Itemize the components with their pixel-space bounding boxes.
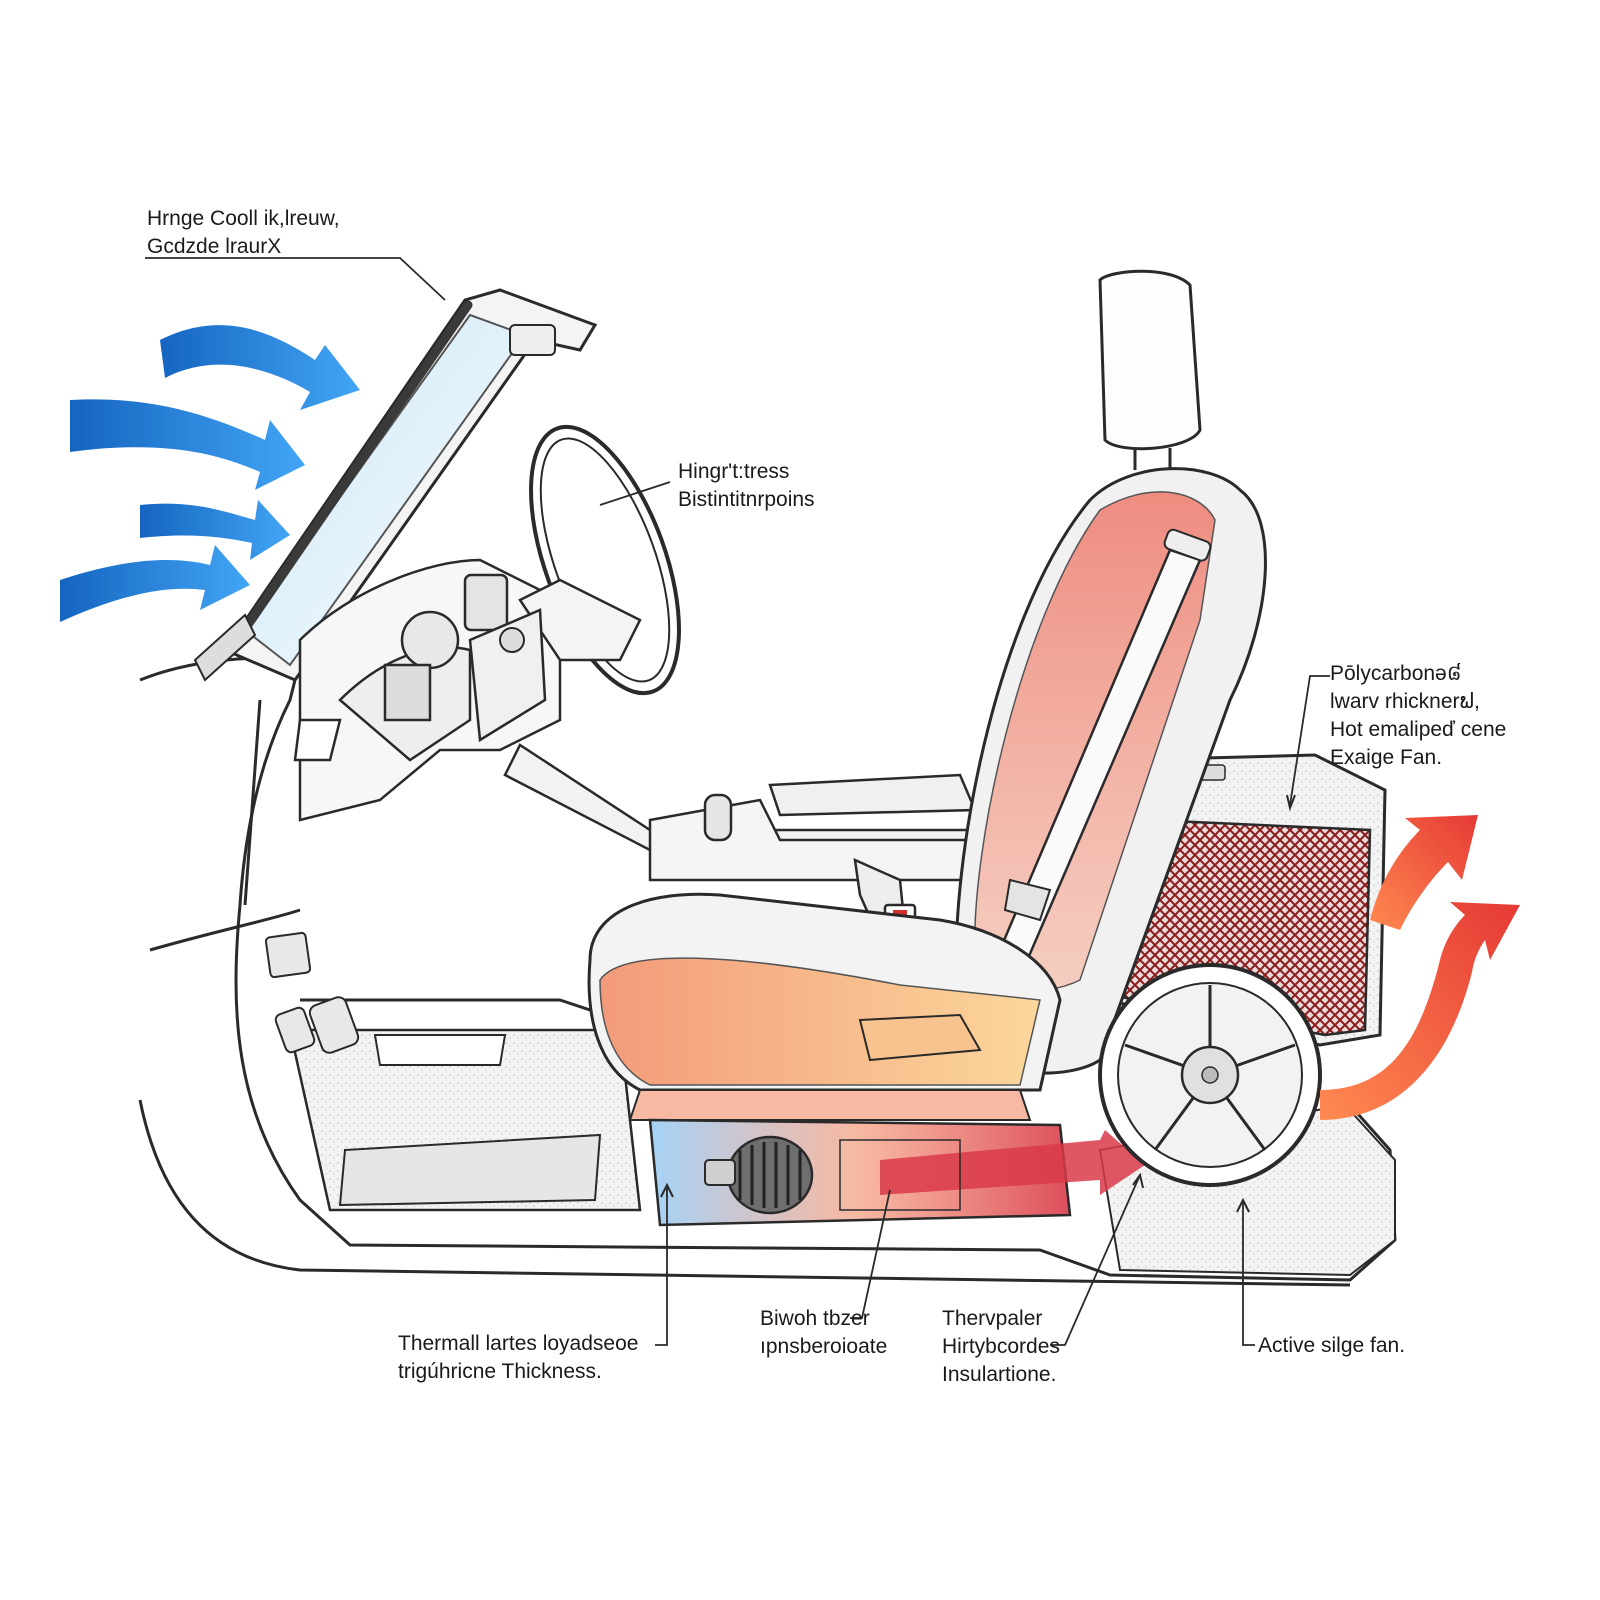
rearview-mirror — [509, 324, 556, 356]
door-handle — [373, 1034, 507, 1066]
hot-airflow-arrows — [1320, 815, 1520, 1120]
label-line: Hot emalipeď cene — [1330, 718, 1507, 741]
label-line: Hrnge Cooll ik,lreuw, — [147, 207, 340, 230]
dashboard — [293, 558, 1002, 852]
headrest — [1098, 269, 1202, 451]
blue-arrow-icon — [140, 500, 290, 560]
label-line: Active silge fan. — [1258, 1334, 1406, 1357]
seat-rail — [628, 1089, 1032, 1121]
label-hinge-cooling: Hrnge Cooll ik,lreuw, Gcdzde lraurX — [147, 205, 340, 261]
label-brush-fiber: Biwoh tbzer ıpnsberoioate — [760, 1305, 887, 1361]
label-line: Pōlycarbonə៨ — [1330, 662, 1462, 685]
label-polycarbonate: Pōlycarbonə៨ lwarv rhicknerຟ, Hot emalip… — [1330, 660, 1506, 772]
gear-shift — [703, 793, 733, 842]
label-line: Hingr't:tress — [678, 460, 790, 483]
blue-arrow-icon — [70, 399, 305, 490]
label-thermal-thickness: Thermall lartes loyadseoe trigúhricne Th… — [398, 1330, 638, 1386]
steering-column — [468, 608, 547, 743]
label-line: trigúhricne Thickness. — [398, 1360, 602, 1383]
label-line: ıpnsberoioate — [760, 1335, 888, 1358]
under-seat-duct — [648, 1118, 1145, 1227]
wheel-icon — [1098, 963, 1322, 1187]
seat — [587, 269, 1267, 1121]
red-arrow-icon — [1370, 815, 1478, 930]
hinge-bracket — [193, 613, 257, 682]
cool-airflow-arrows — [60, 325, 360, 622]
label-line: Bistintitnrpoins — [678, 488, 815, 511]
label-line: Thermall lartes loyadseoe — [398, 1332, 639, 1355]
label-line: Thervpaler — [942, 1307, 1043, 1330]
windshield — [193, 288, 598, 682]
leader-lines — [145, 257, 1330, 1346]
label-active-fan: Active silge fan. — [1258, 1332, 1405, 1360]
label-line: Exaige Fan. — [1330, 746, 1443, 769]
label-line: Insulartione. — [942, 1363, 1057, 1386]
label-line: Gcdzde lraurX — [147, 235, 282, 258]
label-hinge-stress: Hingr't:tress Bistintitnrpoins — [678, 458, 815, 514]
label-line: Biwoh tbzer — [760, 1307, 870, 1330]
red-arrow-icon — [1320, 902, 1520, 1120]
fan-icon — [704, 1135, 814, 1215]
blue-arrow-icon — [60, 545, 250, 622]
duct-flow-arrow — [880, 1130, 1145, 1195]
pedals — [264, 931, 360, 1054]
label-line: lwarv rhicknerຟ, — [1330, 690, 1480, 713]
blue-arrow-icon — [160, 325, 360, 410]
label-thermal-insulation: Thervpaler Hirtybcordes Insulartione. — [942, 1305, 1060, 1389]
label-line: Hirtybcordes — [942, 1335, 1060, 1358]
steering-wheel — [468, 424, 681, 743]
